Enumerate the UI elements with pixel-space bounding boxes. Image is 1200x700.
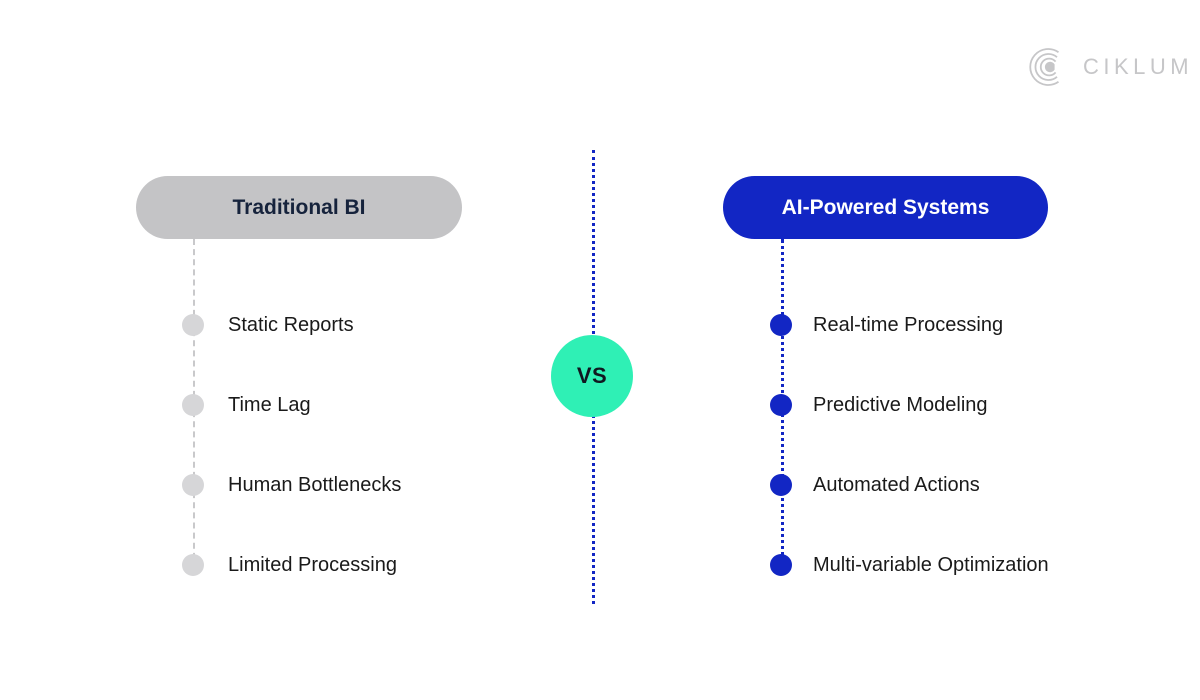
bullet-icon	[182, 554, 204, 576]
bullet-icon	[182, 394, 204, 416]
timeline-traditional-bi: Static Reports Time Lag Human Bottleneck…	[136, 239, 462, 605]
list-item: Time Lag	[136, 365, 462, 445]
column-title-traditional-bi: Traditional BI	[136, 176, 462, 239]
list-item: Real-time Processing	[723, 285, 1048, 365]
bullet-icon	[770, 314, 792, 336]
list-item-label: Static Reports	[228, 313, 354, 336]
bullet-icon	[770, 474, 792, 496]
bullet-icon	[770, 394, 792, 416]
brand-name: CIKLUM	[1083, 54, 1194, 79]
brand-logo: CIKLUM	[1025, 45, 1193, 89]
list-item: Limited Processing	[136, 525, 462, 605]
list-item-label: Real-time Processing	[813, 313, 1004, 336]
bullet-icon	[182, 314, 204, 336]
column-ai-powered-systems: AI-Powered Systems Real-time Processing …	[723, 176, 1049, 605]
timeline-ai-powered-systems: Real-time Processing Predictive Modeling…	[723, 239, 1049, 605]
list-item-label: Limited Processing	[228, 553, 397, 576]
list-item: Automated Actions	[723, 445, 1048, 525]
list-item-label: Automated Actions	[813, 473, 980, 496]
ciklum-c-arcs-icon	[1025, 45, 1069, 89]
list-item-label: Multi-variable Optimization	[813, 553, 1049, 576]
vs-badge: VS	[551, 335, 633, 417]
list-item: Static Reports	[136, 285, 462, 365]
bullet-icon	[182, 474, 204, 496]
bullet-icon	[770, 554, 792, 576]
column-title-ai-powered-systems: AI-Powered Systems	[723, 176, 1048, 239]
list-item-label: Predictive Modeling	[813, 393, 988, 416]
column-traditional-bi: Traditional BI Static Reports Time Lag H…	[136, 176, 462, 605]
list-item: Human Bottlenecks	[136, 445, 462, 525]
list-item: Predictive Modeling	[723, 365, 1048, 445]
list-item: Multi-variable Optimization	[723, 525, 1049, 605]
list-item-label: Time Lag	[228, 393, 311, 416]
list-item-label: Human Bottlenecks	[228, 473, 402, 496]
